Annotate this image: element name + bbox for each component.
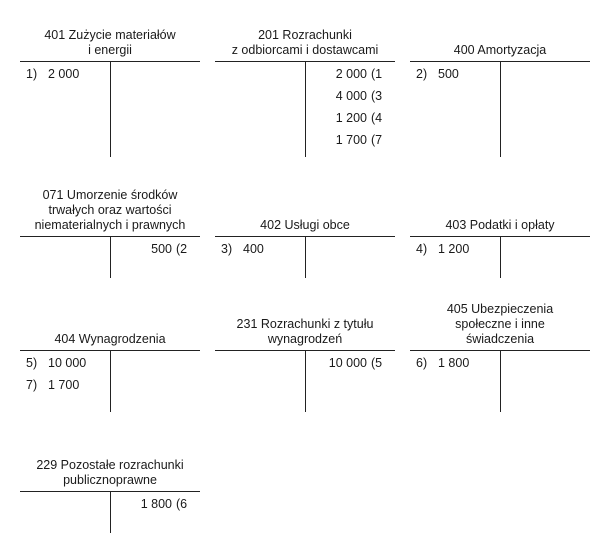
credit-entry: 500 (2 xyxy=(116,238,196,260)
entry-reference: 6) xyxy=(416,356,428,370)
account-title: 404 Wynagrodzenia xyxy=(54,332,166,346)
account-center-rule xyxy=(500,236,501,278)
account-center-rule xyxy=(305,350,306,412)
debit-entry: 2) 500 xyxy=(416,63,498,85)
entry-amount: 1 700 xyxy=(335,133,367,147)
account-center-rule xyxy=(110,350,111,412)
credit-entry: 10 000 (5 xyxy=(311,352,391,374)
debit-entry: 3) 400 xyxy=(221,238,303,260)
account-title: 401 Zużycie materiałów i energii xyxy=(44,28,176,57)
credit-entry: 1 800 (6 xyxy=(116,493,196,515)
credit-side: 500 (2 xyxy=(116,238,196,260)
entry-amount: 400 xyxy=(243,242,264,256)
entry-reference: 7) xyxy=(26,378,38,392)
account-center-rule xyxy=(305,236,306,278)
account-title: 403 Podatki i opłaty xyxy=(445,218,555,232)
debit-side: 4) 1 200 xyxy=(416,238,498,260)
entry-reference: (1 xyxy=(371,67,383,81)
debit-entry: 7) 1 700 xyxy=(26,374,108,396)
account-title: 405 Ubezpieczenia społeczne i inne świad… xyxy=(446,302,554,346)
credit-side: 1 800 (6 xyxy=(116,493,196,515)
account-center-rule xyxy=(305,61,306,157)
debit-side: 3) 400 xyxy=(221,238,303,260)
entry-amount: 10 000 xyxy=(48,356,87,370)
credit-entry: 2 000 (1 xyxy=(311,63,391,85)
debit-entry: 1) 2 000 xyxy=(26,63,108,85)
entry-amount: 1 200 xyxy=(438,242,470,256)
entry-amount: 1 200 xyxy=(335,111,367,125)
account-center-rule xyxy=(500,350,501,412)
account-center-rule xyxy=(110,61,111,157)
account-center-rule xyxy=(110,236,111,278)
entry-reference: (7 xyxy=(371,133,383,147)
entry-reference: (5 xyxy=(371,356,383,370)
entry-reference: 5) xyxy=(26,356,38,370)
entry-amount: 2 000 xyxy=(335,67,367,81)
entry-amount: 4 000 xyxy=(335,89,367,103)
entry-reference: 2) xyxy=(416,67,428,81)
entry-amount: 500 xyxy=(151,242,172,256)
credit-entry: 1 200 (4 xyxy=(311,107,391,129)
account-title: 229 Pozostałe rozrachunki publicznoprawn… xyxy=(36,458,184,487)
debit-side: 2) 500 xyxy=(416,63,498,85)
entry-reference: (6 xyxy=(176,497,188,511)
entry-reference: 4) xyxy=(416,242,428,256)
credit-side: 2 000 (1 4 000 (3 1 200 (4 1 700 (7 xyxy=(311,63,391,151)
entry-reference: 3) xyxy=(221,242,233,256)
debit-side: 5) 10 000 7) 1 700 xyxy=(26,352,108,396)
debit-side: 1) 2 000 xyxy=(26,63,108,85)
entry-reference: (3 xyxy=(371,89,383,103)
credit-entry: 1 700 (7 xyxy=(311,129,391,151)
entry-amount: 1 800 xyxy=(438,356,470,370)
account-title: 201 Rozrachunki z odbiorcami i dostawcam… xyxy=(231,28,379,57)
debit-entry: 4) 1 200 xyxy=(416,238,498,260)
debit-side: 6) 1 800 xyxy=(416,352,498,374)
account-title: 071 Umorzenie środków trwałych oraz wart… xyxy=(34,188,186,232)
entry-amount: 1 700 xyxy=(48,378,80,392)
account-center-rule xyxy=(500,61,501,157)
credit-entry: 4 000 (3 xyxy=(311,85,391,107)
entry-reference: (4 xyxy=(371,111,383,125)
entry-amount: 1 800 xyxy=(140,497,172,511)
entry-amount: 2 000 xyxy=(48,67,80,81)
entry-amount: 500 xyxy=(438,67,459,81)
entry-reference: 1) xyxy=(26,67,38,81)
debit-entry: 6) 1 800 xyxy=(416,352,498,374)
entry-reference: (2 xyxy=(176,242,188,256)
debit-entry: 5) 10 000 xyxy=(26,352,108,374)
entry-amount: 10 000 xyxy=(328,356,367,370)
account-title: 231 Rozrachunki z tytułu wynagrodzeń xyxy=(236,317,374,346)
account-title: 402 Usługi obce xyxy=(260,218,350,232)
account-center-rule xyxy=(110,491,111,533)
credit-side: 10 000 (5 xyxy=(311,352,391,374)
account-title: 400 Amortyzacja xyxy=(453,43,547,57)
